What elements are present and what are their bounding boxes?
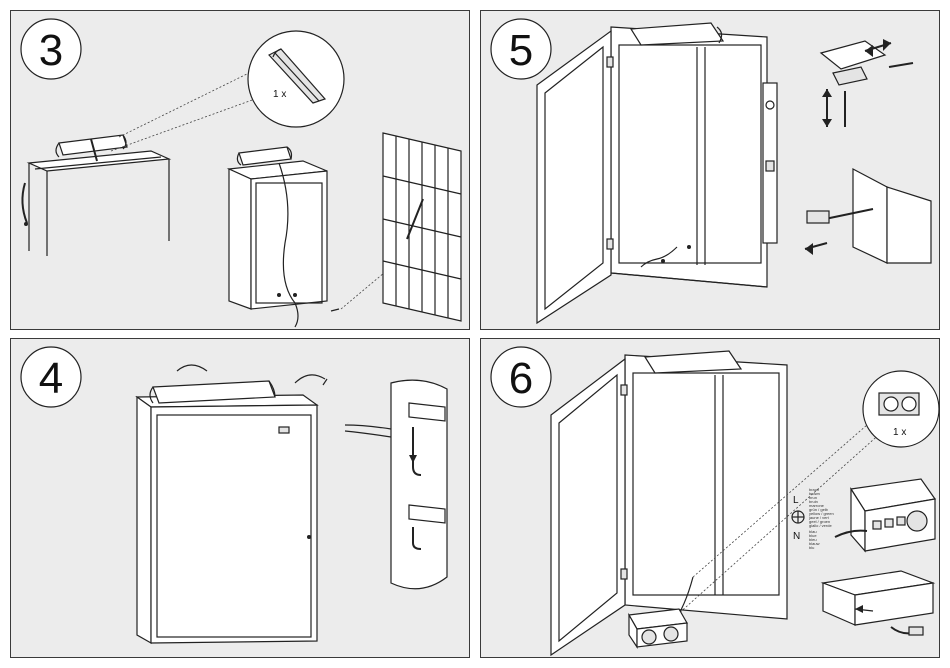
neutral-color-5: blu <box>809 545 814 550</box>
step-5-panel: 5 <box>480 10 940 330</box>
tiled-wall <box>383 133 461 321</box>
socket-internals-wiring <box>835 479 935 551</box>
step-6-panel: 6 1 x L N bra <box>480 338 940 658</box>
wiring-legend: L N braun brown brun bruin marrone grün … <box>792 487 834 550</box>
closed-cabinet <box>137 395 317 643</box>
hook-detail-callout <box>345 380 447 589</box>
step-3-panel: 3 1 x <box>10 10 470 330</box>
socket-quantity-label: 1 x <box>893 427 906 438</box>
step-6-number: 6 <box>509 354 533 403</box>
open-cabinet <box>611 23 767 287</box>
side-rail <box>763 83 777 243</box>
open-door <box>537 31 613 323</box>
step-4-panel: 4 <box>10 338 470 658</box>
open-cabinet-socket <box>551 351 787 655</box>
step-4-number: 4 <box>39 354 63 403</box>
hinge-adjust-detail-top <box>821 39 913 127</box>
neutral-letter: N <box>793 531 800 542</box>
live-letter: L <box>793 495 799 506</box>
socket-callout: 1 x <box>863 371 939 447</box>
hinge-adjust-detail-bottom <box>805 169 931 263</box>
step-5-number: 5 <box>509 26 533 75</box>
earth-symbol <box>792 511 804 523</box>
cabinet-top-partial <box>22 151 169 256</box>
double-socket <box>629 609 687 647</box>
cabinet-with-cable <box>229 147 339 327</box>
earth-color-5: giallo / verde <box>809 523 832 528</box>
rail-quantity-label: 1 x <box>273 89 286 100</box>
socket-internals-mounting <box>823 571 933 635</box>
step-3-number: 3 <box>39 26 63 75</box>
rail-callout: 1 x <box>248 31 344 127</box>
